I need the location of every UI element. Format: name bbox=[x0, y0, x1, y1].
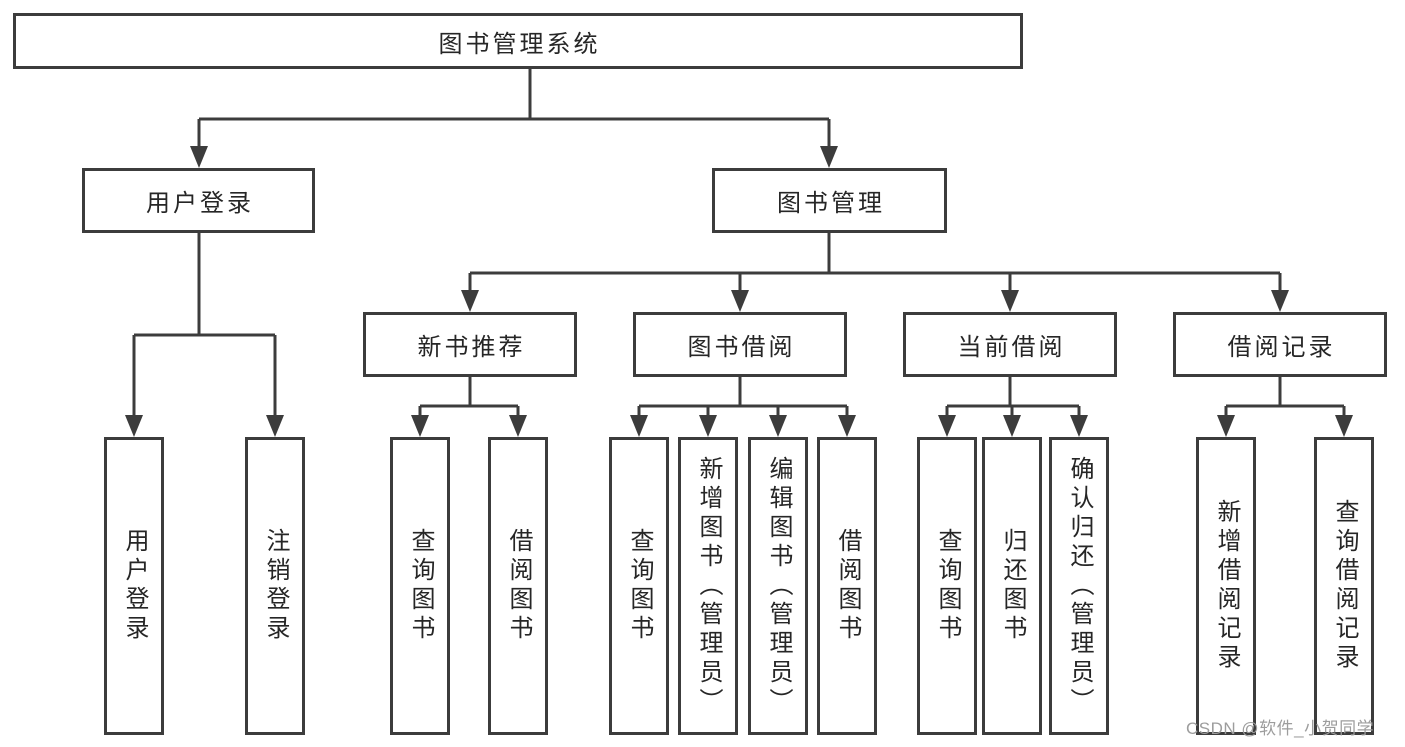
leaf-logout: 注销登录 bbox=[245, 437, 305, 735]
leaf-current-return-label: 归还图书 bbox=[999, 528, 1026, 644]
leaf-borrow-add-admin-label: 新增图书（管理员） bbox=[695, 455, 722, 717]
node-book-management-label: 图书管理 bbox=[777, 190, 885, 217]
leaf-current-query: 查询图书 bbox=[917, 437, 977, 735]
leaf-current-confirm-admin: 确认归还（管理员） bbox=[1049, 437, 1109, 735]
leaf-record-add-label: 新增借阅记录 bbox=[1213, 499, 1240, 673]
node-new-book-recommend-label: 新书推荐 bbox=[417, 334, 526, 361]
connector-records-to-leaves bbox=[1217, 377, 1353, 437]
leaf-borrow-edit-admin: 编辑图书（管理员） bbox=[748, 437, 808, 735]
leaf-current-return: 归还图书 bbox=[982, 437, 1042, 735]
node-book-borrow-label: 图书借阅 bbox=[687, 334, 796, 361]
leaf-newbook-query: 查询图书 bbox=[390, 437, 450, 735]
leaf-logout-label: 注销登录 bbox=[262, 528, 289, 644]
connector-userlogin-to-leaves bbox=[125, 233, 284, 437]
leaf-borrow-add-admin: 新增图书（管理员） bbox=[678, 437, 738, 735]
leaf-newbook-borrow: 借阅图书 bbox=[488, 437, 548, 735]
leaf-record-add: 新增借阅记录 bbox=[1196, 437, 1256, 735]
node-current-borrow-label: 当前借阅 bbox=[957, 334, 1066, 361]
leaf-borrow-book: 借阅图书 bbox=[817, 437, 877, 735]
csdn-watermark: CSDN @软件_小贺同学 bbox=[1186, 719, 1375, 738]
leaf-newbook-query-label: 查询图书 bbox=[407, 528, 434, 644]
leaf-newbook-borrow-label: 借阅图书 bbox=[505, 528, 532, 644]
connector-borrow-to-leaves bbox=[630, 377, 856, 437]
leaf-borrow-query: 查询图书 bbox=[609, 437, 669, 735]
leaf-record-query: 查询借阅记录 bbox=[1314, 437, 1374, 735]
leaf-borrow-book-label: 借阅图书 bbox=[834, 528, 861, 644]
leaf-record-query-label: 查询借阅记录 bbox=[1331, 499, 1358, 673]
leaf-current-query-label: 查询图书 bbox=[934, 528, 961, 644]
leaf-user-login: 用户登录 bbox=[104, 437, 164, 735]
leaf-user-login-label: 用户登录 bbox=[121, 528, 148, 644]
node-borrow-records: 借阅记录 bbox=[1173, 312, 1387, 377]
node-book-management: 图书管理 bbox=[712, 168, 947, 233]
node-root: 图书管理系统 bbox=[13, 13, 1023, 69]
connector-newbook-to-leaves bbox=[411, 377, 527, 437]
connector-bookmgmt-to-level3 bbox=[461, 233, 1289, 312]
connector-current-to-leaves bbox=[938, 377, 1088, 437]
node-root-label: 图书管理系统 bbox=[438, 30, 601, 58]
node-user-login-label: 用户登录 bbox=[146, 190, 254, 217]
node-current-borrow: 当前借阅 bbox=[903, 312, 1117, 377]
leaf-borrow-query-label: 查询图书 bbox=[626, 528, 653, 644]
connector-root-to-level2 bbox=[190, 69, 838, 168]
node-borrow-records-label: 借阅记录 bbox=[1227, 334, 1336, 361]
node-new-book-recommend: 新书推荐 bbox=[363, 312, 577, 377]
leaf-current-confirm-admin-label: 确认归还（管理员） bbox=[1066, 455, 1093, 717]
node-user-login: 用户登录 bbox=[82, 168, 315, 233]
leaf-borrow-edit-admin-label: 编辑图书（管理员） bbox=[765, 455, 792, 717]
node-book-borrow: 图书借阅 bbox=[633, 312, 847, 377]
